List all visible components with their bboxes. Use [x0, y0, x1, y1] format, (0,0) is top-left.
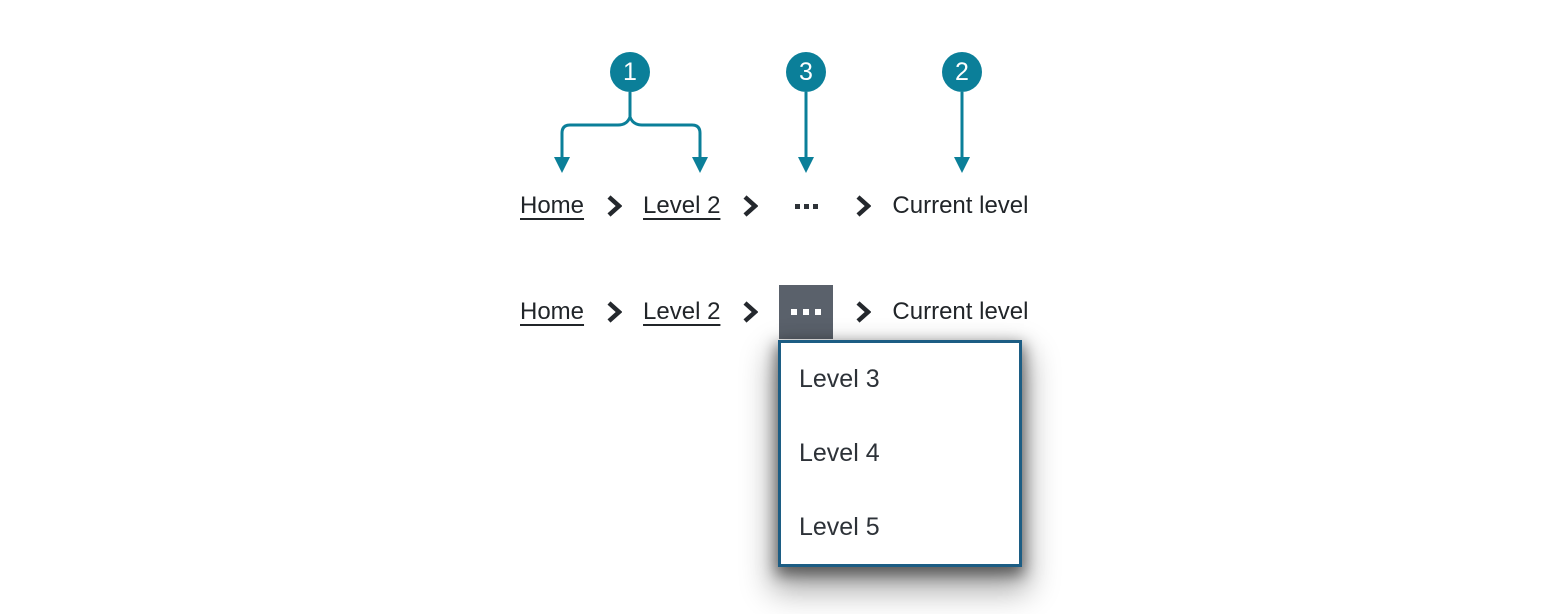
dropdown-item-level3[interactable]: Level 3 — [799, 365, 880, 394]
callout-2-badge: 2 — [942, 52, 982, 92]
dropdown-item-level5[interactable]: Level 5 — [799, 512, 880, 541]
chevron-right-icon — [743, 301, 759, 323]
ellipsis-button-slot — [779, 285, 834, 339]
dropdown-item-level4[interactable]: Level 4 — [799, 439, 880, 467]
breadcrumb-collapsed: Home Level 2 Current level — [520, 190, 1028, 222]
breadcrumb-link-level2[interactable]: Level 2 — [643, 192, 721, 219]
chevron-right-icon — [856, 301, 872, 323]
ellipsis-icon — [791, 309, 798, 315]
ellipsis-button[interactable] — [779, 285, 834, 339]
chevron-right-icon — [856, 195, 872, 217]
breadcrumb-link-home[interactable]: Home — [520, 298, 585, 325]
breadcrumb-dropdown: Level 3 Level 4 Level 5 — [778, 340, 1022, 567]
breadcrumb-current-item: Current level — [892, 192, 1029, 219]
breadcrumb-expanded: Home Level 2 Current level — [520, 285, 1028, 339]
callout-1-badge: 1 — [610, 52, 650, 92]
chevron-right-icon — [607, 301, 623, 323]
callout-3-badge: 3 — [786, 52, 826, 92]
chevron-right-icon — [607, 195, 623, 217]
breadcrumb-link-home[interactable]: Home — [520, 192, 585, 219]
breadcrumb-ellipsis[interactable] — [779, 198, 833, 215]
breadcrumb-current-item: Current level — [892, 298, 1029, 325]
chevron-right-icon — [743, 195, 759, 217]
ellipsis-icon — [793, 198, 820, 215]
breadcrumb-link-level2[interactable]: Level 2 — [643, 298, 721, 325]
